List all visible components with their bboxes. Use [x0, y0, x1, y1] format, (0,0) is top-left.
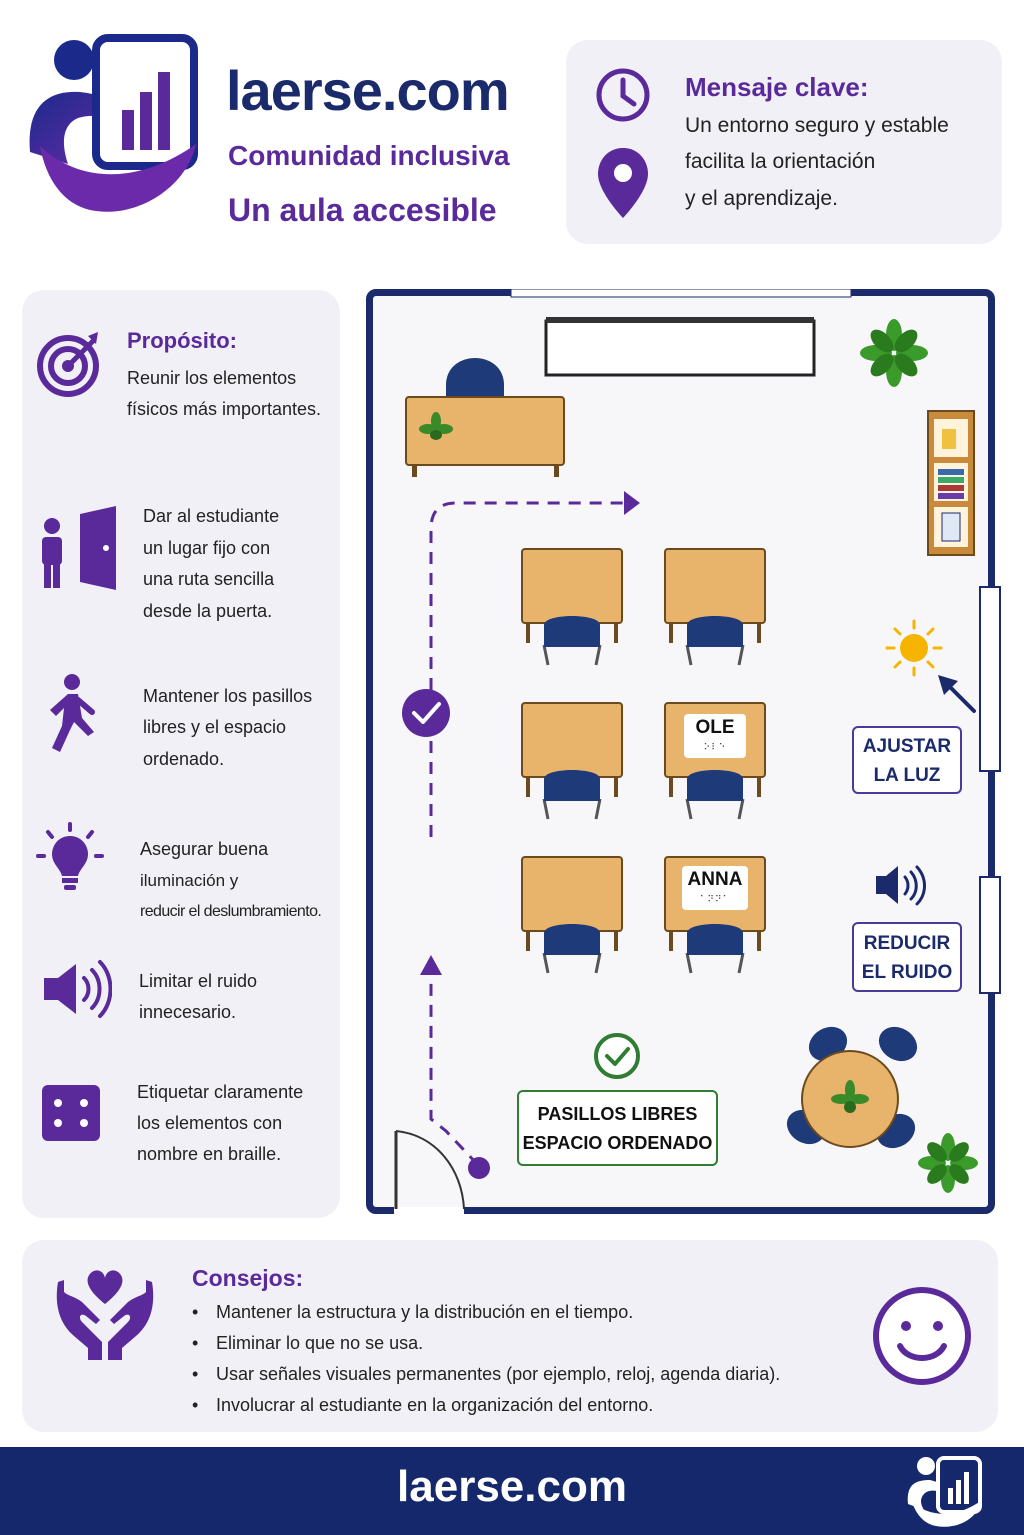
item-text: desde la puerta.: [143, 601, 273, 621]
person-door-icon: [42, 506, 116, 590]
tip-item: Involucrar al estudiante en la organizac…: [192, 1395, 653, 1416]
bookshelf: [927, 410, 975, 556]
door: [394, 1130, 465, 1217]
room-speaker-icon: [876, 865, 926, 906]
student-desk: [664, 548, 766, 666]
item-text: reducir el deslumbramiento.: [140, 903, 322, 920]
name-tag-text: ANNA: [687, 869, 743, 890]
laerse-logo: [29, 34, 198, 212]
adjust-light-sign: AJUSTAR LA LUZ: [852, 726, 962, 794]
item-text: una ruta sencilla: [143, 569, 275, 589]
braille-label: ⠁⠝⠝⠁: [699, 894, 731, 904]
lightbulb-icon: [36, 822, 104, 890]
item-text: Asegurar buena: [140, 839, 269, 859]
smiley-face-icon: [873, 1287, 971, 1385]
name-tag-ole: OLE ⠕⠇⠑: [684, 714, 746, 758]
key-message-line: Un entorno seguro y estable: [685, 114, 949, 137]
tip-item: Eliminar lo que no se usa.: [192, 1333, 423, 1354]
item-text: ordenado.: [143, 749, 225, 769]
footer-bar: [0, 1447, 1024, 1535]
sun-icon: [885, 619, 943, 677]
item-text: nombre en braille.: [137, 1144, 282, 1164]
plant-icon: [860, 319, 928, 387]
item-text: Dar al estudiante: [143, 506, 280, 526]
location-pin-icon: [598, 148, 648, 218]
name-tag-text: OLE: [695, 717, 735, 738]
plant-icon: [918, 1133, 978, 1193]
sign-line: EL RUIDO: [861, 962, 953, 983]
footer-brand[interactable]: laerse.com: [397, 1462, 627, 1511]
item-text: Etiquetar claramente: [137, 1082, 304, 1102]
item-text: innecesario.: [139, 1002, 237, 1022]
brand-subtitle-community: Comunidad inclusiva: [228, 140, 510, 171]
student-desk: [521, 548, 623, 666]
item-text: Limitar el ruido: [139, 971, 258, 991]
purpose-panel: [22, 290, 340, 1218]
item-text: un lugar fijo con: [143, 538, 271, 558]
tip-item: Usar señales visuales permanentes (por e…: [192, 1364, 780, 1385]
checkmark-circle-icon: [402, 689, 450, 737]
walking-person-icon: [50, 674, 95, 752]
window-right: [979, 586, 1001, 772]
speaker-icon: [44, 960, 112, 1018]
purpose-text: Reunir los elementos: [127, 368, 297, 388]
brand-subtitle-classroom: Un aula accesible: [228, 192, 497, 228]
sign-line: REDUCIR: [863, 933, 951, 954]
route-path: [429, 959, 480, 1167]
window-right: [979, 876, 1001, 994]
key-message-line: y el aprendizaje.: [685, 187, 838, 210]
footer-logo: [907, 1456, 982, 1527]
clock-icon: [596, 68, 650, 122]
round-table: [786, 1026, 918, 1149]
reduce-noise-sign: REDUCIR EL RUIDO: [852, 922, 962, 992]
target-icon: [37, 332, 99, 397]
student-desk: [521, 856, 623, 974]
teacher-chair: [446, 358, 504, 399]
purpose-title: Propósito:: [127, 328, 237, 353]
braille-dice-icon: [42, 1085, 100, 1141]
braille-label: ⠕⠇⠑: [703, 742, 727, 752]
key-message-line: facilita la orientación: [685, 150, 876, 173]
name-tag-anna: ANNA ⠁⠝⠝⠁: [682, 866, 748, 910]
sign-line: PASILLOS LIBRES: [537, 1104, 698, 1124]
item-text: iluminación y: [140, 871, 239, 890]
start-point: [468, 1157, 490, 1179]
teacher-desk: [405, 396, 565, 466]
sign-line: AJUSTAR: [862, 736, 952, 757]
arrow-right-icon: [624, 491, 640, 515]
clear-aisles-sign: PASILLOS LIBRES ESPACIO ORDENADO: [517, 1090, 718, 1166]
tip-item: Mantener la estructura y la distribución…: [192, 1302, 633, 1323]
window-top: [510, 289, 852, 298]
key-message-title: Mensaje clave:: [685, 72, 869, 102]
student-desk: [521, 702, 623, 820]
sign-line: ESPACIO ORDENADO: [522, 1133, 713, 1153]
desk-plant-icon: [419, 412, 453, 440]
item-text: Mantener los pasillos: [143, 686, 313, 706]
hands-heart-icon: [56, 1270, 154, 1360]
whiteboard: [544, 319, 816, 377]
item-text: libres y el espacio: [143, 717, 287, 737]
sign-line: LA LUZ: [873, 765, 941, 786]
purpose-text: físicos más importantes.: [127, 399, 322, 419]
brand-title: laerse.com: [226, 59, 510, 122]
green-check-icon: [594, 1033, 640, 1079]
item-text: los elementos con: [137, 1113, 283, 1133]
light-arrow-icon: [946, 683, 976, 713]
arrow-up-icon: [420, 955, 442, 975]
tips-title: Consejos:: [192, 1265, 304, 1291]
